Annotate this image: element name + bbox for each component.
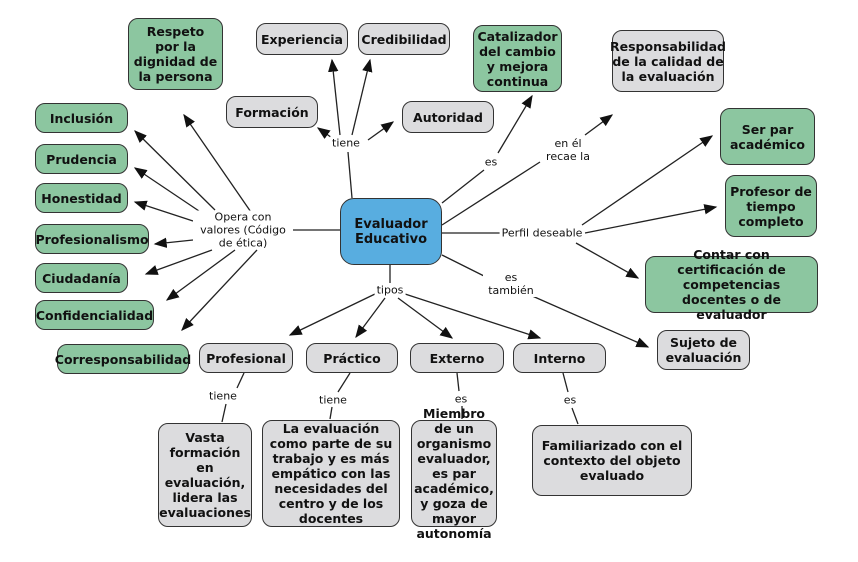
node-formacion[interactable]: Formación <box>226 96 318 128</box>
node-sujeto[interactable]: Sujeto de evaluación <box>657 330 750 370</box>
link-es-externo: es <box>452 392 470 406</box>
desc-profesional[interactable]: Vasta formación en evaluación, lidera la… <box>158 423 252 527</box>
link-tipos: tipos <box>374 283 406 297</box>
perfil-tiempo-completo[interactable]: Profesor de tiempo completo <box>725 175 817 237</box>
central-concept[interactable]: Evaluador Educativo <box>340 198 442 265</box>
type-practico[interactable]: Práctico <box>306 343 398 373</box>
desc-interno[interactable]: Familiarizado con el contexto del objeto… <box>532 425 692 496</box>
value-honestidad[interactable]: Honestidad <box>35 183 128 213</box>
desc-externo[interactable]: Miembro de un organismo evaluador, es pa… <box>411 406 497 541</box>
perfil-certificacion[interactable]: Contar con certificación de competencias… <box>645 247 818 322</box>
perfil-ser-par[interactable]: Ser par académico <box>720 108 815 165</box>
link-valores: Opera con valores (Código de ética) <box>193 210 293 250</box>
link-tambien: es también <box>483 271 539 297</box>
value-confidencialidad[interactable]: Confidencialidad <box>35 300 154 330</box>
node-autoridad[interactable]: Autoridad <box>402 101 494 133</box>
node-catalizador[interactable]: Catalizador del cambio y mejora continua <box>473 25 562 92</box>
value-ciudadania[interactable]: Ciudadanía <box>35 263 128 293</box>
desc-practico[interactable]: La evaluación como parte de su trabajo y… <box>262 420 400 527</box>
value-corresponsabilidad[interactable]: Corresponsabilidad <box>55 344 191 374</box>
link-recae: en él recae la <box>542 137 594 163</box>
link-es-interno: es <box>561 393 579 407</box>
link-perfil: Perfil deseable <box>499 226 585 240</box>
node-experiencia[interactable]: Experiencia <box>256 23 348 55</box>
value-prudencia[interactable]: Prudencia <box>35 144 128 174</box>
link-tiene-practico: tiene <box>317 393 349 407</box>
link-tiene-profesional: tiene <box>207 389 239 403</box>
value-profesionalismo[interactable]: Profesionalismo <box>35 224 149 254</box>
type-interno[interactable]: Interno <box>513 343 606 373</box>
link-es: es <box>482 155 500 169</box>
node-credibilidad[interactable]: Credibilidad <box>358 23 450 55</box>
type-externo[interactable]: Externo <box>410 343 504 373</box>
node-responsabilidad[interactable]: Responsabilidad de la calidad de la eval… <box>610 30 726 92</box>
value-respeto[interactable]: Respeto por la dignidad de la persona <box>128 18 223 90</box>
value-inclusion[interactable]: Inclusión <box>35 103 128 133</box>
link-tiene: tiene <box>330 136 362 150</box>
type-profesional[interactable]: Profesional <box>199 343 293 373</box>
